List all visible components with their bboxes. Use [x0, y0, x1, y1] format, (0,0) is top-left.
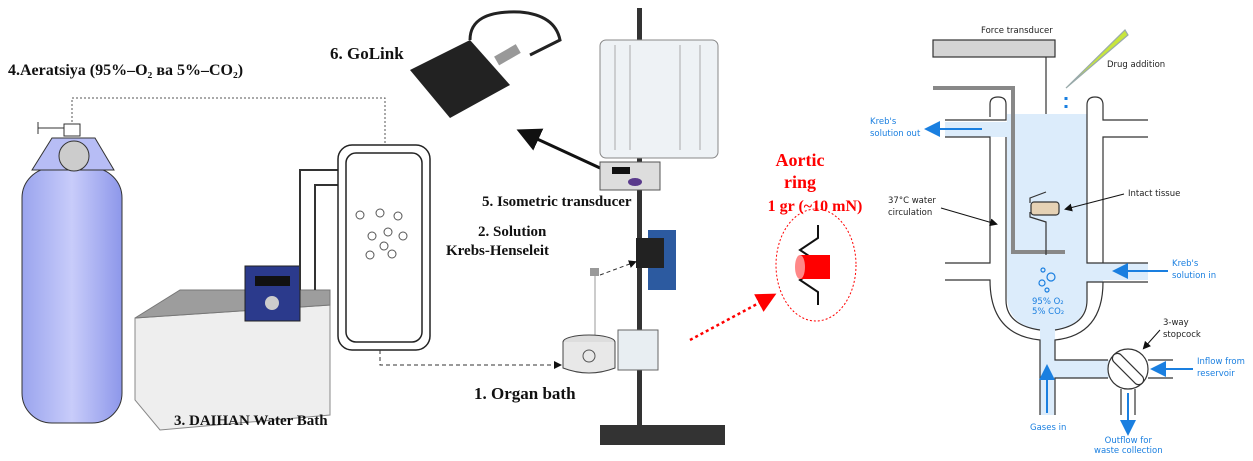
krebs-out-label-2: solution out	[870, 129, 921, 139]
outflow-label-2: waste collection	[1094, 446, 1163, 456]
intact-tissue-label: Intact tissue	[1128, 189, 1181, 199]
gas-mix-label-2: 5% CO₂	[1032, 307, 1065, 317]
organ-bath-schematic	[932, 29, 1173, 415]
stopcock-label-2: stopcock	[1163, 330, 1201, 340]
krebs-in-label-2: solution in	[1172, 271, 1217, 281]
organ-bath-label: 1. Organ bath	[474, 384, 576, 403]
organ-bath-jar	[562, 334, 616, 374]
flow-arrows	[924, 121, 1193, 436]
outflow-label-1: Outflow for	[1104, 436, 1152, 446]
solution-name-label: Krebs-Henseleit	[446, 243, 550, 259]
water-bath-label: 3. DAIHAN Water Bath	[174, 413, 328, 429]
aortic-ring-illustration	[775, 208, 857, 322]
stopcock-label-1: 3-way	[1163, 318, 1189, 328]
water-bath	[134, 169, 338, 431]
gas-mix-label-1: 95% O₂	[1032, 297, 1064, 307]
krebs-out-label-1: Kreb's	[870, 117, 897, 127]
solution-label: 2. Solution	[478, 224, 547, 240]
inflow-label-2: reservoir	[1197, 369, 1235, 379]
organ-bath-stand	[590, 8, 725, 445]
force-transducer-label: Force transducer	[981, 26, 1053, 36]
solution-reservoir	[337, 144, 431, 351]
aortic-tension-label: 1 gr (~10 mN)	[767, 198, 863, 215]
water-circulation-label-2: circulation	[888, 208, 933, 218]
drug-addition-label: Drug addition	[1107, 60, 1166, 70]
krebs-in-label-1: Kreb's	[1172, 259, 1199, 269]
aeration-label: 4.Aeratsiya (95%–O₂ ва 5%–CO₂)	[8, 62, 244, 79]
inflow-label-1: Inflow from	[1197, 357, 1245, 367]
golink-device	[410, 10, 562, 118]
callout-arrows	[940, 193, 1161, 350]
aortic-label: Aortic	[775, 150, 825, 170]
ring-label: ring	[783, 172, 816, 192]
transducer-label: 5. Isometric transducer	[482, 194, 632, 210]
gases-in-label: Gases in	[1030, 423, 1067, 433]
gas-cylinder	[21, 122, 123, 424]
gas-line	[71, 97, 389, 192]
water-circulation-label-1: 37°C water	[888, 196, 936, 206]
golink-label: 6. GoLink	[330, 44, 404, 63]
